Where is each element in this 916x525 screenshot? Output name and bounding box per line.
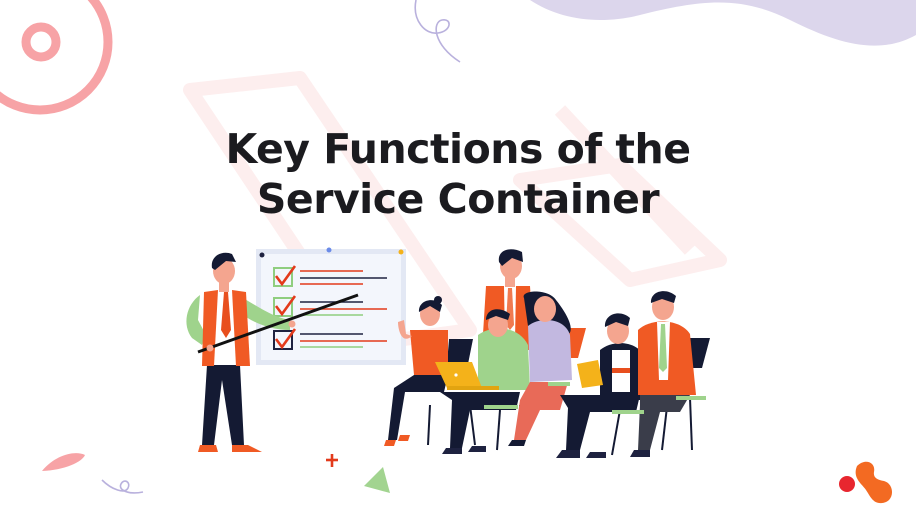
checklist-item (273, 328, 387, 350)
pink-leaf-shape (42, 453, 85, 471)
audience-person-lavender (508, 291, 572, 446)
laptop (435, 362, 482, 388)
lavender-wave-shape (530, 0, 916, 46)
presenter-person (186, 252, 359, 452)
lavender-squiggle-icon (414, 0, 461, 63)
chair-seats (484, 382, 706, 414)
audience-person-reading (556, 313, 648, 458)
checklist-item (273, 265, 387, 287)
audience-person-laptop (435, 309, 530, 454)
title-line-1: Key Functions of the (225, 125, 691, 173)
page-title: Key Functions of the Service Container (0, 124, 916, 224)
title-line-2: Service Container (256, 175, 660, 223)
whiteboard (256, 247, 406, 365)
red-plus-icon (326, 454, 338, 467)
pink-ring-icon (0, 0, 113, 115)
brand-logo-icon (839, 461, 893, 504)
audience-person-right (630, 291, 696, 457)
lavender-squiggle-icon (101, 479, 144, 494)
book (577, 360, 603, 388)
green-triangle-icon (364, 467, 390, 493)
